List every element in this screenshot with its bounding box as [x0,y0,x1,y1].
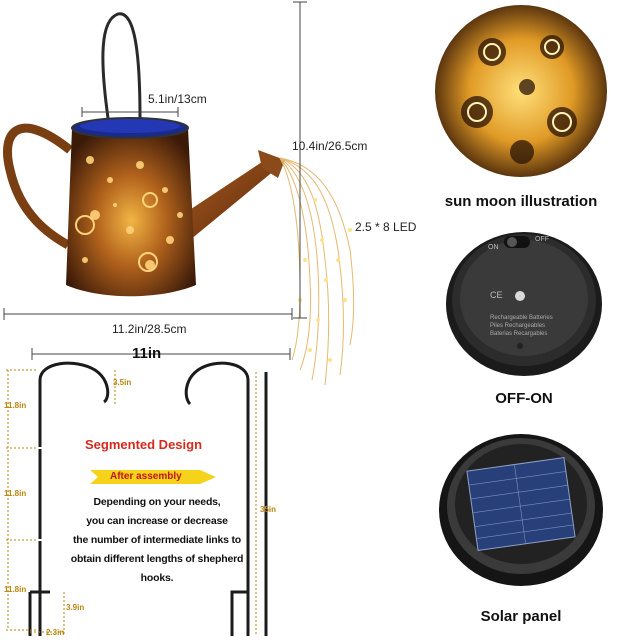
sun-moon-svg [435,5,607,177]
segmented-description: Depending on your needs, you can increas… [62,493,252,588]
desc-line-1: Depending on your needs, [93,496,221,508]
watering-can-illustration [0,0,355,386]
can-height-label: 10.4in/26.5cm [292,139,368,153]
banner-text: After assembly [110,471,182,482]
battery-text-3: Baterias Recargables [490,331,548,337]
sun-moon-closeup [432,2,610,180]
hook-depth-label: 3.5in [113,378,132,387]
segment-label-1: 11.8in [4,401,27,410]
battery-text: Rechargeable Batteries Piles Rechargeabl… [490,314,553,338]
off-label: OFF [535,236,549,243]
battery-text-2: Piles Rechargeables [490,323,546,329]
battery-text-1: Rechargeable Batteries [490,315,553,321]
led-count-label: 2.5 * 8 LED [355,220,417,234]
feature-caption-sun-moon: sun moon illustration [444,193,598,210]
foot-width-label: 2.3in [46,628,65,637]
segment-label-2: 11.8in [4,489,27,498]
solar-panel-closeup [432,420,610,592]
switch-panel-closeup: OFF ON CE Rechargeable Batteries Piles R… [440,222,608,380]
can-length-label: 11.2in/28.5cm [112,322,187,336]
watering-can-svg [3,1,355,386]
desc-line-2: you can increase or decrease [86,515,228,527]
on-label: ON [488,244,499,251]
after-assembly-banner: After assembly [90,468,218,486]
hook-total-label: 35in [260,505,277,514]
switch-panel-svg [446,232,602,376]
ce-mark: CE [490,290,503,300]
solar-panel-svg [439,434,603,586]
desc-line-4: obtain different lengths of shepherd hoo… [70,553,244,584]
desc-line-3: the number of intermediate links to [72,534,242,546]
hook-span-label: 11in [132,345,162,362]
segment-label-3: 11.8in [4,585,27,594]
segmented-title: Segmented Design [85,437,203,452]
feature-caption-solar-panel: Solar panel [480,608,562,625]
banner-arrow-shape [90,470,216,484]
can-width-label: 5.1in/13cm [148,92,207,106]
foot-height-label: 3.9in [66,603,85,612]
feature-caption-off-on: OFF-ON [495,390,553,407]
shepherd-hooks-diagram [6,348,291,636]
